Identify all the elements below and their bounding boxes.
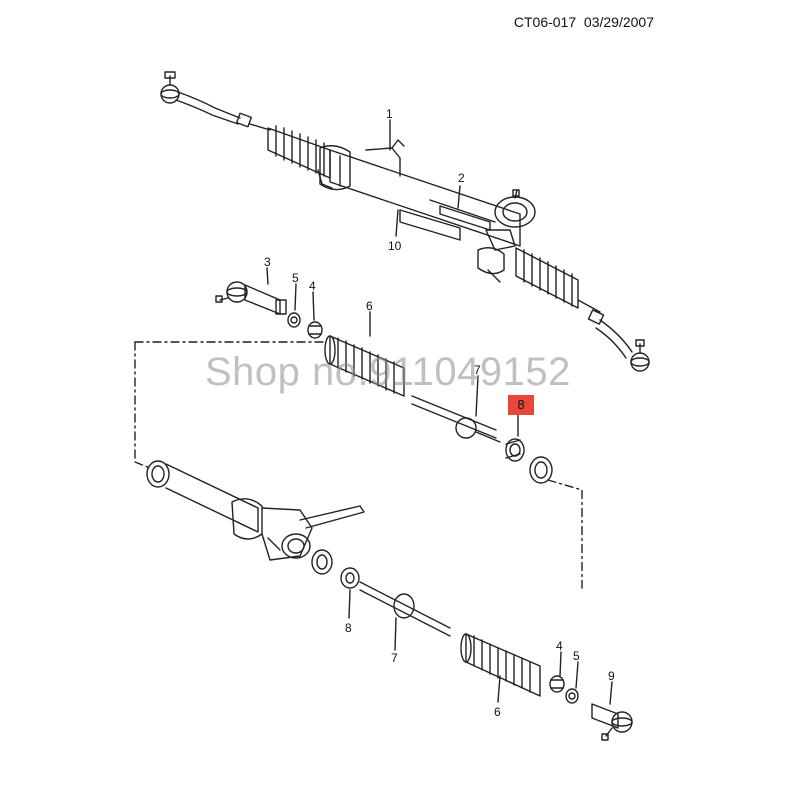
- nut-mid: [287, 312, 301, 328]
- callout-labels: 1 2 10 3 5 4 6 7 8 7 4 5 9 6: [264, 107, 615, 719]
- bellow-right-top: [515, 247, 579, 309]
- bellow-mid: [324, 335, 405, 397]
- callout-9: 9: [608, 669, 615, 683]
- callout-3: 3: [264, 255, 271, 269]
- clamp-mid: [307, 321, 323, 339]
- rack-housing-bare: [146, 460, 365, 561]
- doc-date: 03/29/2007: [583, 14, 654, 30]
- inner-tie-rod-mid: [411, 395, 501, 443]
- callout-8-highlighted: 8: [508, 395, 534, 415]
- callout-6-bottom: 6: [494, 705, 501, 719]
- callout-5-mid: 5: [292, 271, 299, 285]
- bushing-bottom: [340, 567, 360, 589]
- bellow-bottom: [460, 633, 541, 697]
- callout-2: 2: [458, 171, 465, 185]
- callout-4-bottom: 4: [556, 639, 563, 653]
- callout-10: 10: [388, 239, 402, 253]
- tie-rod-end-bottom: [591, 703, 633, 741]
- callout-1: 1: [386, 107, 393, 121]
- callout-8-bottom: 8: [345, 621, 352, 635]
- tie-rod-end-right-top: [577, 299, 650, 372]
- ring-mid: [529, 456, 553, 484]
- exploded-view-boundary: [134, 341, 583, 589]
- clamp-bottom: [549, 675, 565, 693]
- tie-rod-end-left-mid: [215, 281, 287, 315]
- rack-assembly-complete: [160, 71, 650, 372]
- callout-7-bottom: 7: [391, 651, 398, 665]
- rack-housing: [317, 139, 536, 283]
- shop-watermark: Shop no.911049152: [205, 350, 571, 394]
- document-id: CT06-017 03/29/2007: [514, 14, 654, 30]
- doc-code: CT06-017: [513, 14, 577, 30]
- callout-7-mid: 7: [474, 363, 481, 377]
- callout-4-mid: 4: [309, 279, 316, 293]
- callout-6-mid: 6: [366, 299, 373, 313]
- ring-bottom: [311, 549, 333, 575]
- inner-tie-rod-bottom: [359, 581, 451, 637]
- bushing-mid: [505, 438, 525, 462]
- callout-5-bottom: 5: [573, 649, 580, 663]
- tie-rod-end-left-top: [160, 71, 271, 131]
- nut-bottom: [565, 688, 579, 704]
